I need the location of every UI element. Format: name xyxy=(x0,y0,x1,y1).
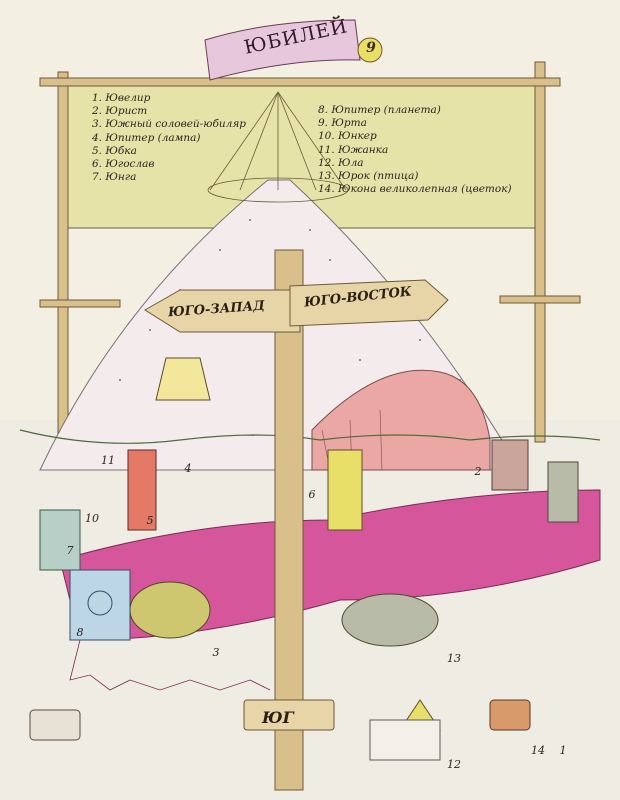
garland xyxy=(19,429,601,444)
figure-skirt xyxy=(127,449,157,531)
legend-item: 1. Ювелир xyxy=(92,92,151,104)
marker-12: 12 xyxy=(447,758,461,771)
left-beam xyxy=(39,299,121,308)
top-beam xyxy=(39,77,561,87)
marker-11: 11 xyxy=(101,454,115,467)
right-pole xyxy=(534,61,546,443)
marker-3: 3 xyxy=(212,646,220,659)
marker-14: 14 xyxy=(531,744,545,757)
legend-item: 11. Южанка xyxy=(318,143,389,156)
planet-icon xyxy=(87,590,113,616)
marker-6: 6 xyxy=(308,488,316,501)
lamp xyxy=(155,357,211,401)
bird-left xyxy=(129,581,211,639)
legend-item: 4. Юпитер (лампа) xyxy=(92,131,201,144)
marker-1: 1 xyxy=(559,744,567,757)
figure-jeweler xyxy=(491,439,529,491)
banner-tag xyxy=(357,37,383,63)
marker-4: 4 xyxy=(184,462,192,475)
figure-yugoslav xyxy=(327,449,363,531)
tablecloth-fringe xyxy=(69,639,271,691)
legend-item: 6. Югослав xyxy=(92,158,155,171)
gift-box xyxy=(369,719,441,761)
legend-item: 7. Юнга xyxy=(92,171,137,184)
legend-item: 14. Юкона великолепная (цветок) xyxy=(318,183,512,196)
marker-5: 5 xyxy=(146,514,154,527)
banner xyxy=(204,19,361,81)
marker-10: 10 xyxy=(85,512,99,525)
banner-tag-number: 9 xyxy=(366,40,376,56)
flowerpot-yucca xyxy=(489,699,531,731)
legend-item: 13. Юрок (птица) xyxy=(318,170,419,183)
bird-right xyxy=(341,593,439,647)
legend-column-2: 8. Юпитер (планета) 9. Юрта 10. Юнкер 11… xyxy=(318,104,512,196)
legend-item: 9. Юрта xyxy=(318,117,367,130)
figure-lawyer xyxy=(547,461,579,523)
sign-south-board xyxy=(243,699,335,731)
marker-8: 8 xyxy=(76,626,84,639)
figure-sailor xyxy=(39,509,81,571)
legend-item: 3. Южный соловей-юбиляр xyxy=(92,118,247,131)
marker-7: 7 xyxy=(66,544,74,557)
legend-item: 12. Юла xyxy=(318,156,364,169)
flowerpot-left xyxy=(29,709,81,741)
tent-ropes xyxy=(207,91,349,203)
right-beam xyxy=(499,295,581,304)
marker-13: 13 xyxy=(447,652,461,665)
sign-southeast-board xyxy=(289,279,449,327)
legend-item: 5. Юбка xyxy=(92,144,137,157)
legend-item: 2. Юрист xyxy=(92,105,148,118)
planet-painting xyxy=(69,569,131,641)
marker-2: 2 xyxy=(474,465,482,478)
left-pole xyxy=(57,71,69,453)
yurt xyxy=(311,369,491,471)
legend: 1. Ювелир 2. Юрист 3. Южный соловей-юбил… xyxy=(78,88,533,228)
legend-item: 10. Юнкер xyxy=(318,130,377,143)
sign-south: ЮГ xyxy=(262,708,294,727)
legend-column-1: 1. Ювелир 2. Юрист 3. Южный соловей-юбил… xyxy=(92,92,246,184)
legend-item: 8. Юпитер (планета) xyxy=(318,104,441,116)
